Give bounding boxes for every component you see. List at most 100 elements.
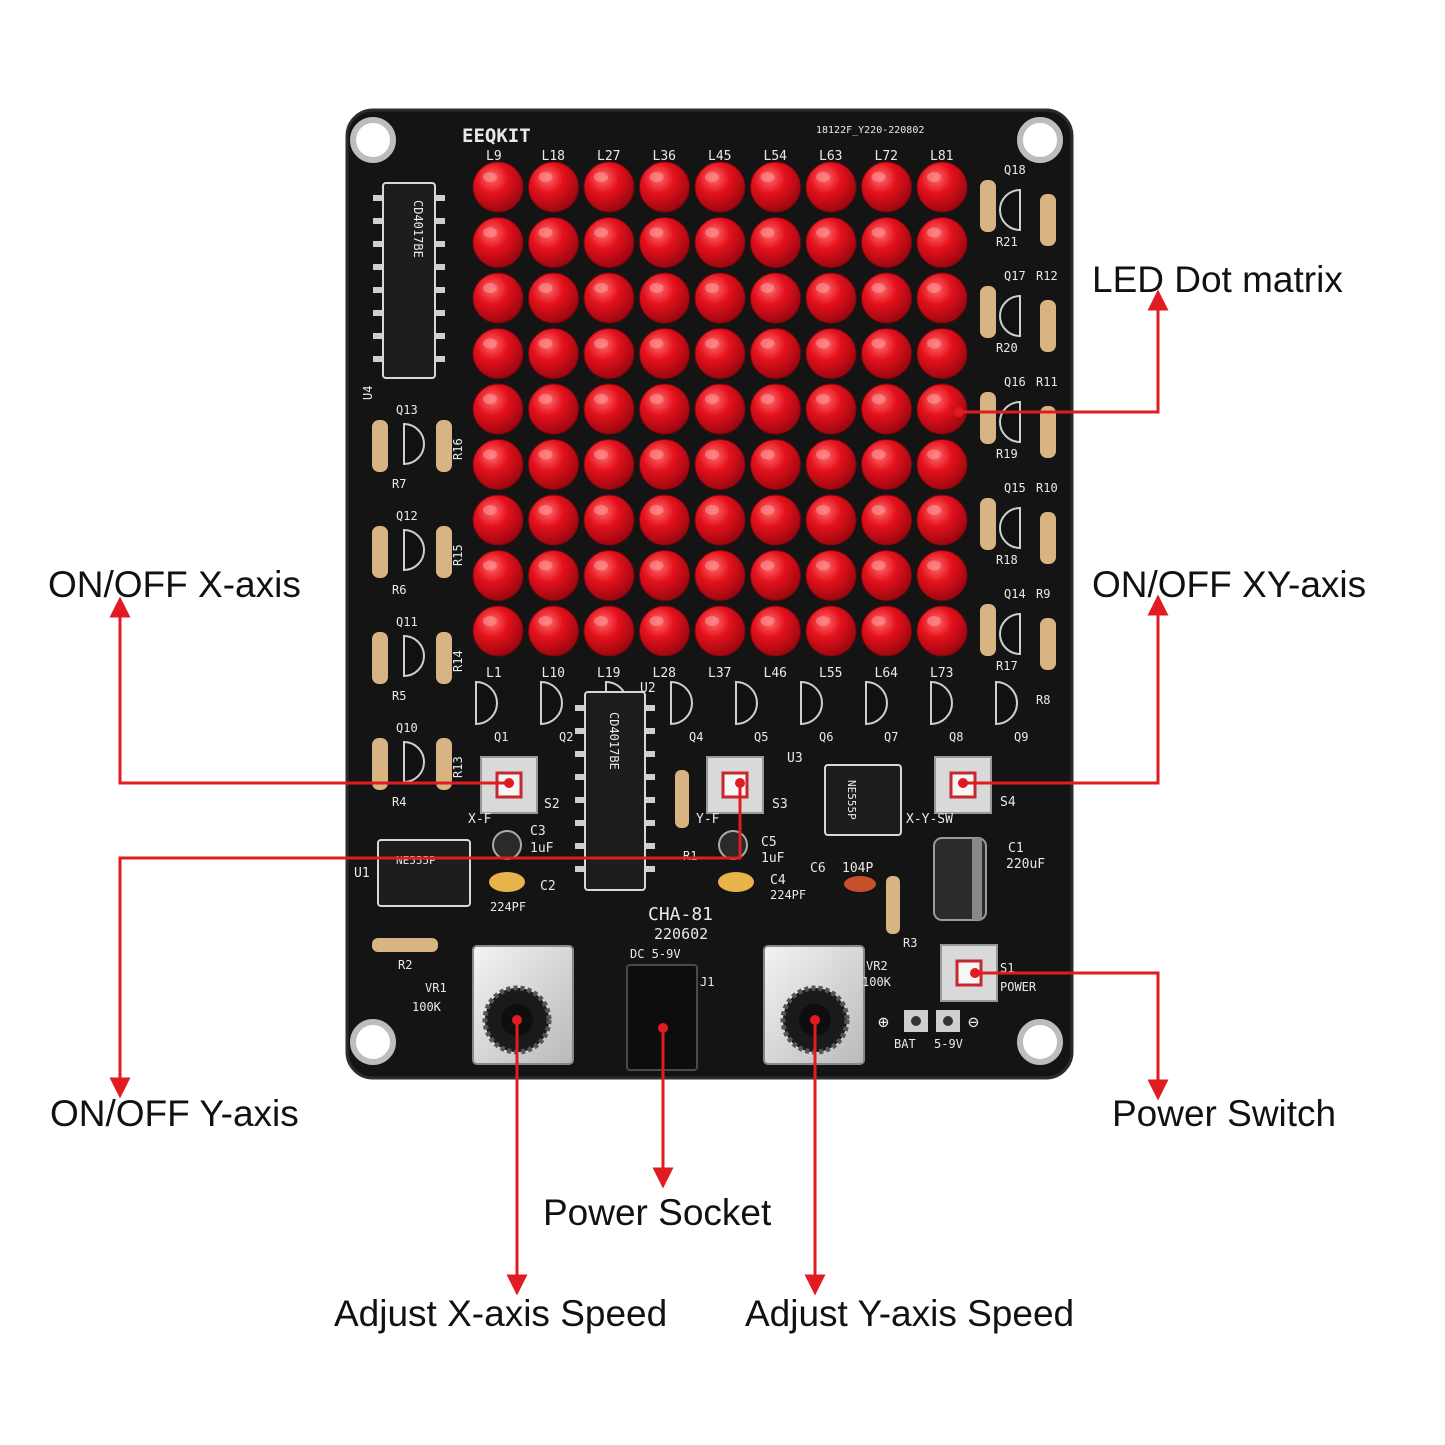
led: [750, 494, 801, 546]
switch-s2[interactable]: S2 X-F: [468, 756, 560, 827]
c3-label: C3: [530, 824, 546, 839]
resistor-label: R5: [392, 689, 406, 703]
led-highlight: [760, 338, 775, 349]
ic-pin: [373, 195, 382, 201]
callout-xy-axis: ON/OFF XY-axis: [1092, 564, 1367, 605]
capacitor-c1: C1 220uF: [933, 837, 1045, 921]
led: [639, 217, 690, 268]
chip-u3-text: NE555P: [845, 780, 858, 820]
brand-logo: EEQKIT: [462, 125, 531, 147]
led-highlight: [594, 616, 608, 626]
led-highlight: [649, 172, 664, 182]
resistor: [372, 632, 388, 684]
led: [528, 217, 579, 268]
led-highlight: [705, 227, 719, 238]
led-highlight: [649, 227, 664, 238]
r2-label: R2: [398, 958, 412, 972]
led-highlight: [483, 338, 497, 349]
led: [472, 217, 524, 268]
led-top-label: L18: [542, 149, 565, 164]
callout-arrows: [109, 289, 1169, 1296]
resistor: [980, 498, 996, 550]
transistor-label: Q1: [494, 730, 508, 744]
u4-label: U4: [361, 386, 375, 400]
transistor: [403, 422, 425, 466]
mounting-hole: [1017, 1019, 1063, 1065]
led: [805, 328, 857, 379]
ic-pin: [373, 241, 382, 247]
transistor: [999, 294, 1021, 338]
led-highlight: [594, 560, 608, 571]
ic-pin: [646, 866, 655, 872]
board-date-code: 220602: [654, 925, 708, 943]
mounting-hole: [350, 117, 396, 163]
led: [472, 161, 524, 213]
led: [916, 328, 968, 379]
transistor-label: Q17: [1004, 269, 1026, 283]
vr1-label: VR1: [425, 981, 447, 995]
led: [805, 217, 857, 268]
led-highlight: [816, 338, 830, 349]
led: [916, 494, 968, 546]
led-highlight: [649, 505, 664, 515]
led: [916, 272, 968, 324]
led-highlight: [594, 338, 608, 349]
led: [805, 439, 857, 490]
led-highlight: [649, 449, 664, 460]
led: [528, 328, 579, 379]
resistor-label: R17: [996, 659, 1018, 673]
transistor-label: Q9: [1014, 730, 1028, 744]
resistor-label: R20: [996, 341, 1018, 355]
led-highlight: [871, 283, 886, 293]
c6-label: C6: [810, 861, 826, 876]
switch-s3[interactable]: S3 Y-F: [696, 756, 788, 827]
led-highlight: [816, 505, 830, 515]
resistor: [436, 420, 452, 472]
led-bottom-label: L28: [653, 666, 676, 681]
led: [583, 494, 635, 546]
capacitor-c4: C4 224PF: [718, 872, 806, 902]
ic-pin: [646, 774, 655, 780]
ic-pin: [575, 820, 584, 826]
capacitor-c2: C2 224PF: [489, 872, 556, 914]
s3-label: S3: [772, 797, 788, 812]
j1-label: J1: [700, 975, 714, 989]
led: [861, 605, 912, 657]
led-highlight: [816, 172, 830, 182]
led-bottom-label: L1: [486, 666, 502, 681]
transistor: [800, 680, 823, 726]
ic-pin: [436, 310, 445, 316]
led-highlight: [649, 616, 664, 626]
resistor: [436, 738, 452, 790]
led-highlight: [483, 283, 497, 293]
led: [528, 494, 579, 546]
chip-u2-text: CD4017BE: [607, 712, 621, 770]
transistor: [475, 680, 498, 726]
led-highlight: [538, 560, 553, 571]
ic-pin: [373, 333, 382, 339]
led: [805, 383, 857, 435]
led: [528, 383, 579, 435]
led-highlight: [760, 172, 775, 182]
ic-pin: [575, 797, 584, 803]
resistor-label: R9: [1036, 587, 1050, 601]
transistor: [995, 680, 1018, 726]
led: [583, 550, 635, 601]
transistor-label: Q8: [949, 730, 963, 744]
led-highlight: [594, 172, 608, 182]
led: [472, 383, 524, 435]
resistor-label: R14: [451, 650, 465, 672]
c6-value: 104P: [842, 861, 873, 876]
resistor: [1040, 300, 1056, 352]
led-bottom-label: L55: [819, 666, 842, 681]
callout-adjust-x: Adjust X-axis Speed: [334, 1293, 668, 1334]
resistor: [1040, 194, 1056, 246]
u3-label: U3: [787, 751, 803, 766]
transistor-label: Q16: [1004, 375, 1026, 389]
callout-led-matrix: LED Dot matrix: [1092, 259, 1343, 300]
resistor-label: R11: [1036, 375, 1058, 389]
c3-value: 1uF: [530, 841, 554, 856]
ic-pin: [646, 705, 655, 711]
led-highlight: [483, 560, 497, 571]
